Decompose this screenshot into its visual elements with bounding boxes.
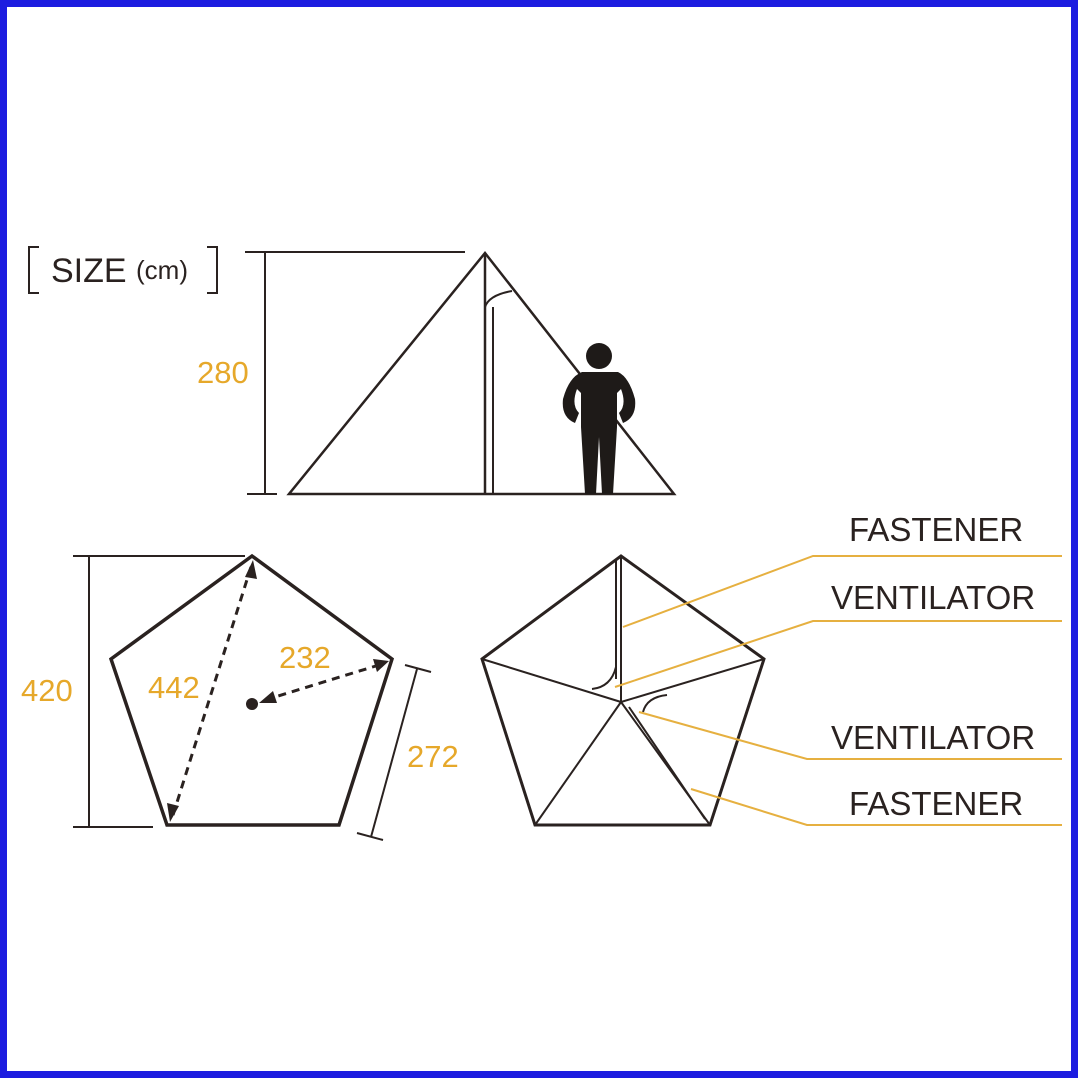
seam-right	[620, 658, 765, 703]
radius-arrow-outer	[373, 659, 389, 672]
title-bracket-left	[28, 246, 39, 294]
radius-label: 232	[279, 640, 331, 675]
leader-fastener-bottom	[690, 788, 1062, 826]
top-pentagon	[480, 554, 766, 827]
side-dimension-line	[370, 668, 418, 838]
diagonal-arrow-top	[245, 560, 257, 579]
side-ext-top	[404, 664, 432, 673]
leader-fastener-top	[622, 555, 1062, 628]
callout-leaders	[614, 555, 1062, 826]
leader-ventilator-top	[614, 620, 1062, 688]
callout-fastener-bottom: FASTENER	[849, 785, 1023, 822]
radius-dimension-line	[264, 663, 380, 702]
ventilator-upper	[591, 666, 617, 690]
person-icon	[562, 343, 636, 494]
callout-ventilator-bottom: VENTILATOR	[831, 719, 1035, 756]
tent-size-diagram: SIZE (cm) 280 420 442	[21, 246, 1062, 841]
title-unit: (cm)	[136, 255, 188, 285]
leader-ventilator-bottom	[638, 711, 1062, 760]
side-view: 280	[197, 250, 677, 496]
side-ext-bottom	[356, 832, 384, 841]
seam-left	[481, 658, 622, 703]
door-curve	[484, 290, 513, 308]
title-text: SIZE	[51, 252, 127, 290]
floor-pentagon	[108, 553, 395, 827]
top-view: FASTENER VENTILATOR VENTILATOR FASTENER	[480, 511, 1062, 827]
floor-plan: 420 442 232 272	[21, 553, 459, 841]
height-label: 280	[197, 355, 249, 390]
diagonal-dimension-line	[171, 566, 253, 816]
title-bracket-right	[207, 246, 218, 294]
callout-fastener-top: FASTENER	[849, 511, 1023, 548]
size-title: SIZE (cm)	[28, 246, 218, 294]
callout-ventilator-top: VENTILATOR	[831, 579, 1035, 616]
center-point	[246, 698, 258, 710]
seam-bottom-left	[534, 701, 622, 826]
diagonal-label: 442	[148, 670, 200, 705]
ventilator-lower	[642, 694, 668, 713]
diagonal-arrow-bottom	[167, 803, 179, 822]
radius-arrow-inner	[259, 691, 277, 703]
side-label: 272	[407, 739, 459, 774]
depth-label: 420	[21, 673, 73, 708]
door-seam-bottom	[628, 706, 706, 820]
